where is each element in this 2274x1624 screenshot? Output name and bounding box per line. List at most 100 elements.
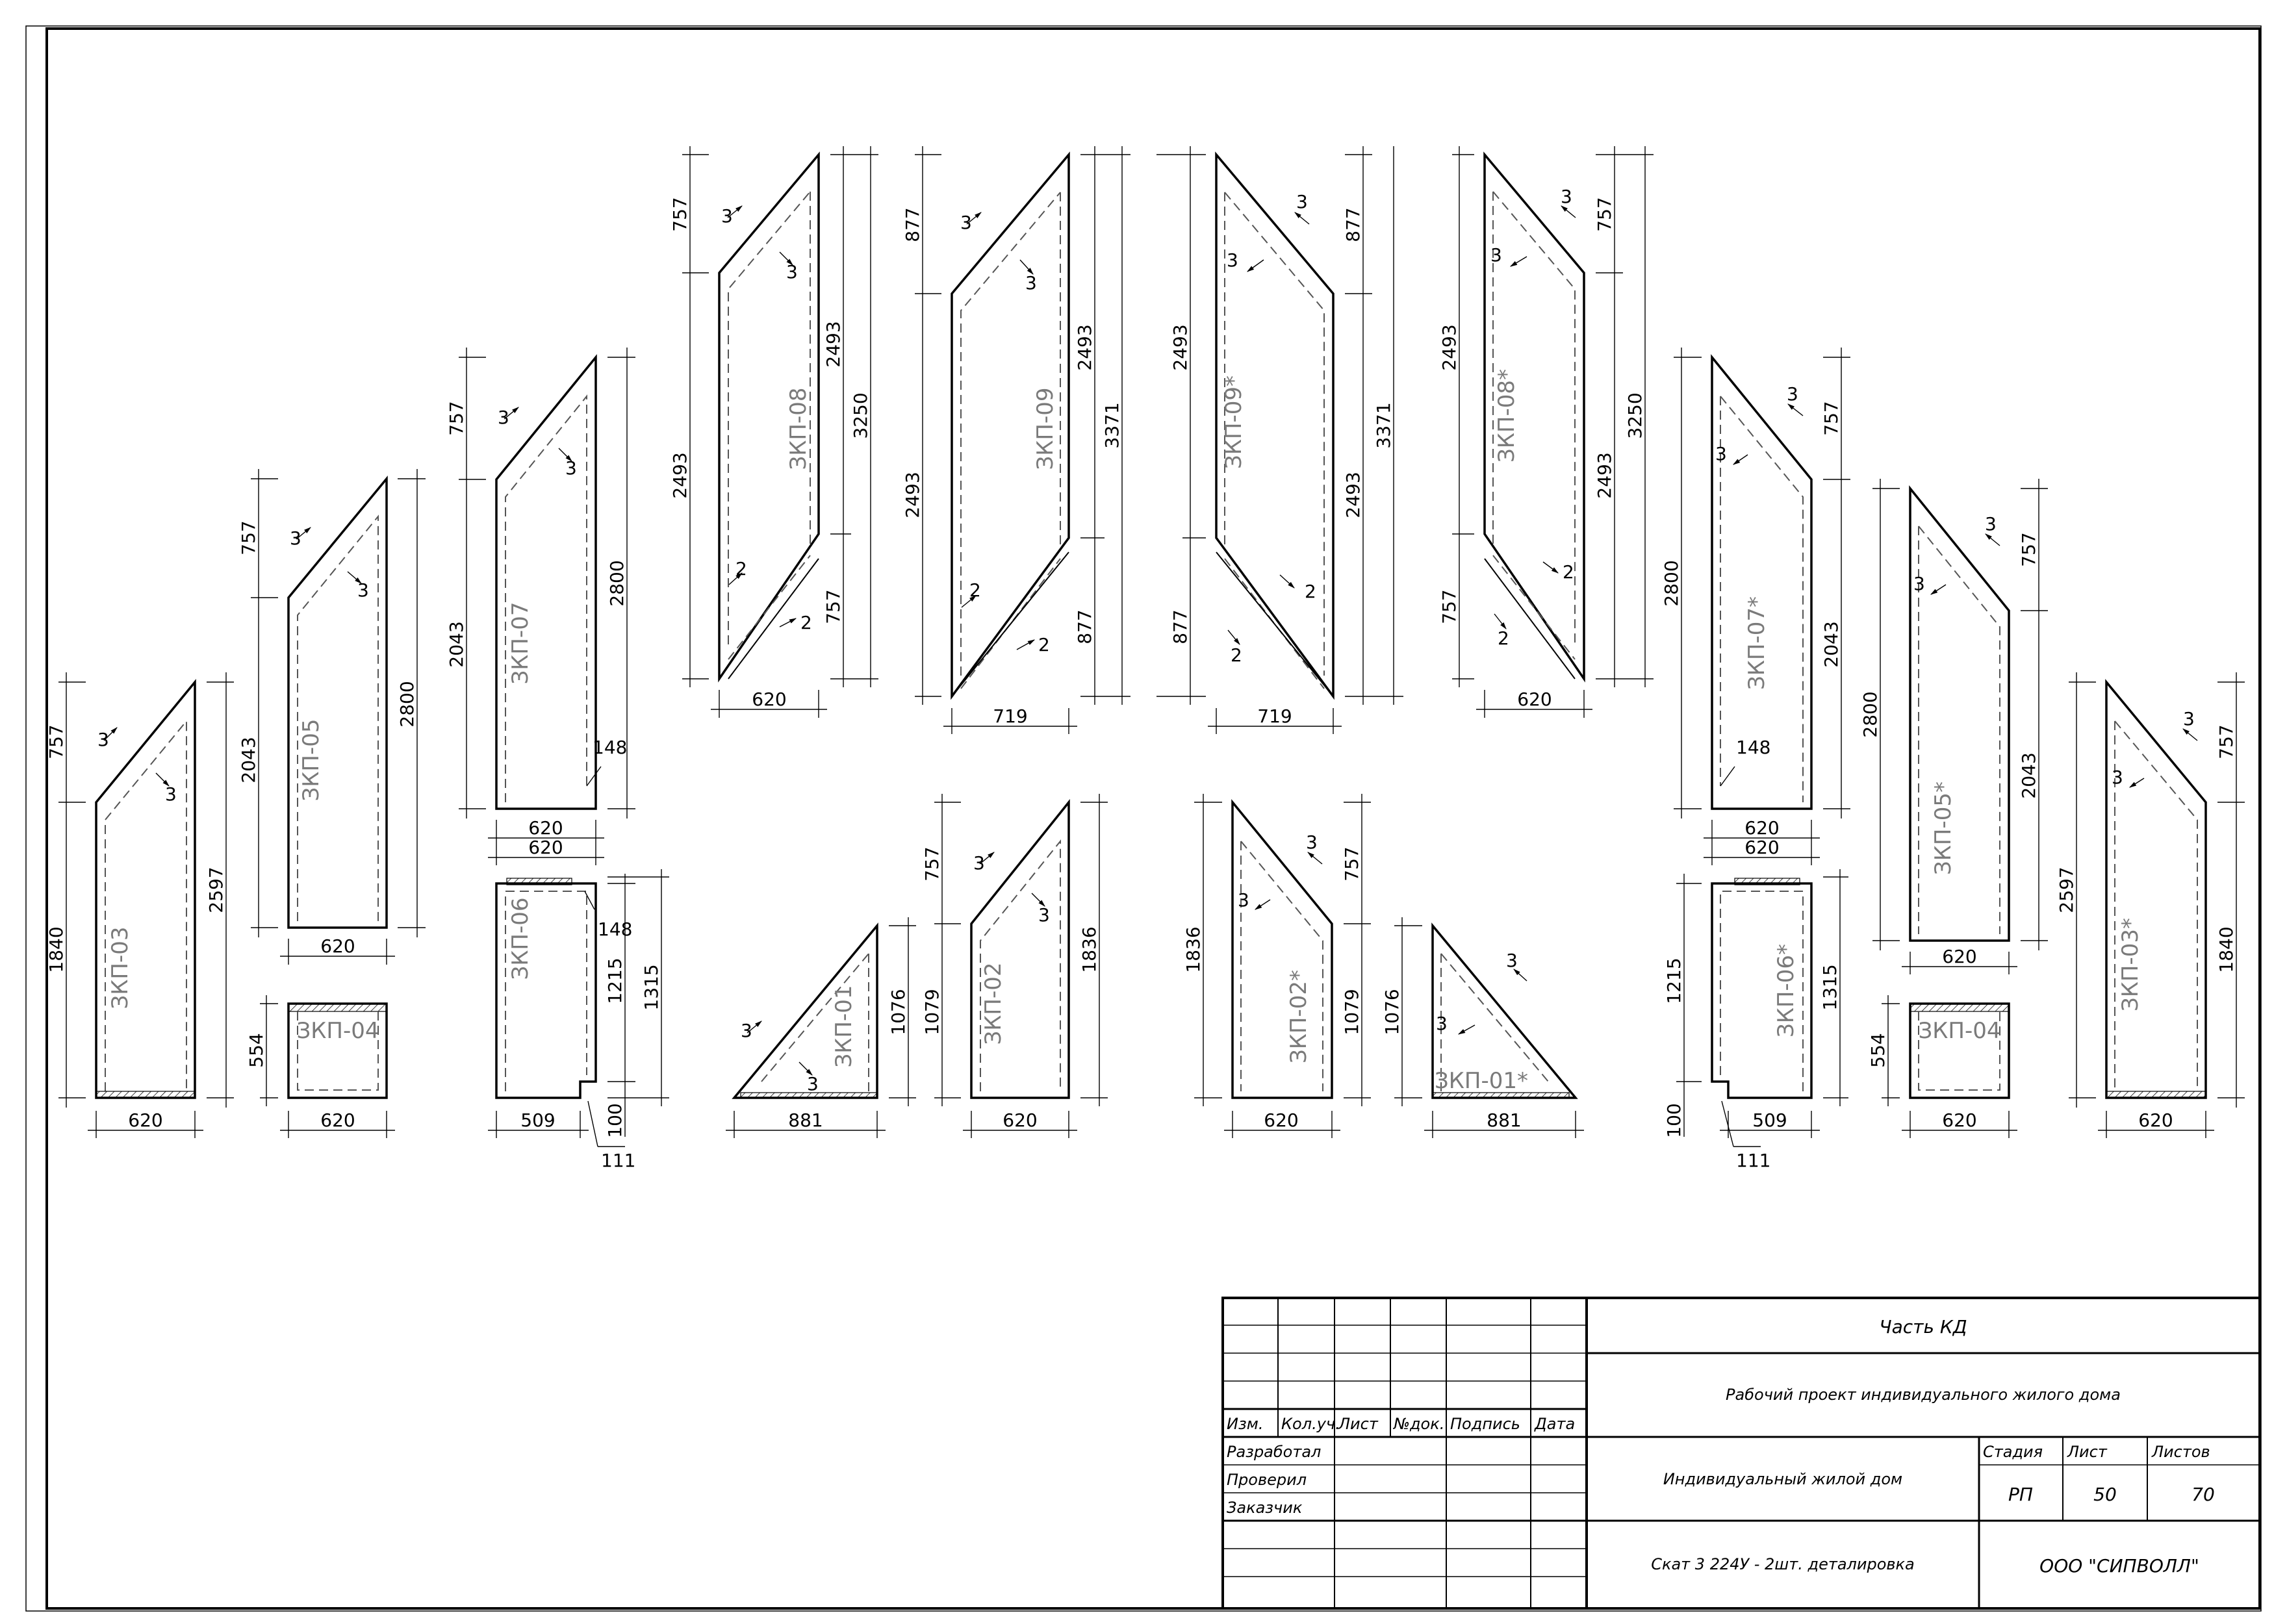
panel-3kp-07: 148 620 2043 757 2800 3 3 ЗКП-07 bbox=[446, 348, 635, 844]
dim-left-height: 2493 bbox=[1169, 324, 1191, 370]
dim-notch-width: 111 bbox=[601, 1150, 635, 1171]
panel-label: ЗКП-07* bbox=[1744, 596, 1770, 690]
section-mark: 3 bbox=[1296, 191, 1308, 212]
panel-3kp-04: 620 554 ЗКП-04 bbox=[246, 995, 395, 1138]
section-mark: 3 bbox=[1238, 889, 1249, 911]
header-list: Лист bbox=[1338, 1415, 1379, 1433]
dim-top-right: 757 bbox=[1820, 401, 1842, 435]
dim-right-height: 2493 bbox=[1342, 472, 1364, 518]
dim-left-height: 2043 bbox=[238, 737, 259, 783]
dim-right-height: 2800 bbox=[396, 681, 418, 727]
section-mark: 2 bbox=[969, 579, 981, 601]
dim-width: 620 bbox=[128, 1110, 162, 1131]
dim-total-height: 3250 bbox=[1624, 392, 1646, 438]
section-mark: 3 bbox=[165, 783, 177, 805]
panel-3kp-03-mirror: 620 2597 757 1840 3 3 ЗКП-03* bbox=[2056, 672, 2245, 1138]
dim-left-height: 2597 bbox=[2056, 867, 2077, 913]
section-mark: 3 bbox=[2183, 708, 2195, 730]
dim-right-height: 1836 bbox=[1079, 926, 1100, 972]
panel-label: ЗКП-02 bbox=[980, 962, 1006, 1045]
dim-top-right: 757 bbox=[1594, 197, 1615, 231]
dim-width: 620 bbox=[320, 1110, 355, 1131]
panel-label: ЗКП-09* bbox=[1221, 375, 1247, 469]
panel-label: ЗКП-02* bbox=[1286, 970, 1312, 1063]
section-mark: 2 bbox=[735, 558, 747, 579]
stage-label: Стадия bbox=[1983, 1443, 2043, 1461]
project-title: Рабочий проект индивидуального жилого до… bbox=[1726, 1386, 2121, 1404]
sheet-inner-frame bbox=[45, 27, 2261, 1610]
dim-bottom-left: 757 bbox=[1438, 589, 1460, 624]
company-name: ООО "СИПВОЛЛ" bbox=[2039, 1555, 2199, 1577]
section-mark: 3 bbox=[1436, 1013, 1448, 1034]
section-mark: 2 bbox=[800, 612, 812, 633]
dim-width: 620 bbox=[1517, 689, 1552, 710]
dim-width: 620 bbox=[752, 689, 786, 710]
dim-top-height: 757 bbox=[446, 401, 467, 435]
stage-value: РП bbox=[2008, 1484, 2033, 1505]
dim-right-height: 2043 bbox=[2018, 752, 2039, 798]
dim-width: 620 bbox=[320, 935, 355, 957]
dim-right-height: 2493 bbox=[1074, 324, 1095, 370]
panel-label: ЗКП-07 bbox=[507, 602, 533, 684]
panel-3kp-09: 719 877 2493 2493 877 3371 3 3 2 2 ЗКП-0… bbox=[902, 146, 1131, 734]
dim-bottom-width: 509 bbox=[1752, 1110, 1787, 1131]
panel-3kp-07-mirror: 148 620 2800 757 2043 3 3 ЗКП-07* bbox=[1661, 348, 1850, 844]
dim-width: 620 bbox=[1264, 1110, 1298, 1131]
dim-notch-width: 111 bbox=[1736, 1150, 1770, 1171]
object-title: Индивидуальный жилой дом bbox=[1663, 1470, 1902, 1488]
section-mark: 3 bbox=[1561, 186, 1572, 207]
dim-notch-height: 100 bbox=[604, 1103, 626, 1137]
section-mark: 3 bbox=[357, 579, 369, 601]
dim-right-height: 2043 bbox=[1820, 621, 1842, 667]
dim-width: 719 bbox=[1257, 705, 1292, 727]
panel-label: ЗКП-01* bbox=[1435, 1068, 1528, 1094]
dim-notch-height: 100 bbox=[1663, 1103, 1685, 1137]
dim-top-left: 757 bbox=[669, 197, 691, 231]
section-mark: 2 bbox=[1563, 561, 1574, 583]
section-mark: 3 bbox=[1913, 573, 1925, 594]
sheet-label: Лист bbox=[2067, 1443, 2108, 1461]
dim-left-height: 1079 bbox=[921, 989, 943, 1035]
dim-width: 620 bbox=[1003, 1110, 1037, 1131]
panel-3kp-03: 620 1840 757 2597 3 3 ЗКП-03 bbox=[45, 672, 234, 1138]
dim-top-left: 877 bbox=[902, 207, 923, 242]
section-mark: 2 bbox=[1038, 634, 1050, 655]
dim-width: 620 bbox=[1942, 946, 1976, 967]
section-mark: 3 bbox=[807, 1073, 819, 1095]
sheets-label: Листов bbox=[2151, 1443, 2210, 1461]
dim-width: 620 bbox=[1942, 1110, 1976, 1131]
part-title: Часть КД bbox=[1879, 1316, 1967, 1338]
sheet-title: Скат 3 224У - 2шт. деталировка bbox=[1651, 1555, 1915, 1573]
panel-label: ЗКП-06 bbox=[507, 897, 533, 980]
dim-left-height: 2043 bbox=[446, 621, 467, 667]
dim-top-right: 877 bbox=[1342, 207, 1364, 242]
panel-label: ЗКП-01 bbox=[831, 985, 857, 1067]
section-mark: 3 bbox=[2112, 767, 2123, 788]
header-kol-uch: Кол.уч. bbox=[1281, 1415, 1340, 1433]
dim-offset: 148 bbox=[598, 919, 632, 940]
section-mark: 3 bbox=[721, 205, 733, 227]
dim-height: 554 bbox=[246, 1033, 267, 1067]
section-mark: 3 bbox=[290, 527, 301, 549]
panel-3kp-01-mirror: 881 1076 3 3 ЗКП-01* bbox=[1381, 917, 1584, 1138]
dim-width: 620 bbox=[2138, 1110, 2173, 1131]
panel-label: ЗКП-09 bbox=[1032, 387, 1058, 470]
section-mark: 3 bbox=[1715, 443, 1727, 464]
dim-width: 620 bbox=[528, 817, 563, 839]
section-mark: 3 bbox=[1227, 249, 1238, 271]
section-mark: 3 bbox=[498, 407, 509, 428]
dim-bottom-right: 877 bbox=[1074, 609, 1095, 644]
section-mark: 3 bbox=[1787, 383, 1798, 405]
dim-left-height: 2493 bbox=[902, 472, 923, 518]
dim-total-height: 1315 bbox=[1819, 964, 1841, 1010]
panel-3kp-02-mirror: 620 1836 757 1079 3 3 ЗКП-02* bbox=[1182, 794, 1371, 1138]
dim-bottom-right: 757 bbox=[823, 589, 844, 624]
dim-right-height: 2597 bbox=[205, 867, 227, 913]
dim-left-height: 1840 bbox=[45, 926, 67, 972]
dim-top-width: 620 bbox=[528, 837, 563, 858]
dim-total-height: 1315 bbox=[641, 964, 662, 1010]
panel-3kp-05-mirror: 620 2800 757 2043 3 3 ЗКП-05* bbox=[1859, 479, 2048, 974]
panel-label: ЗКП-04 bbox=[1918, 1018, 2000, 1044]
dim-left-height: 2493 bbox=[669, 452, 691, 498]
panel-label: ЗКП-06* bbox=[1773, 944, 1799, 1037]
